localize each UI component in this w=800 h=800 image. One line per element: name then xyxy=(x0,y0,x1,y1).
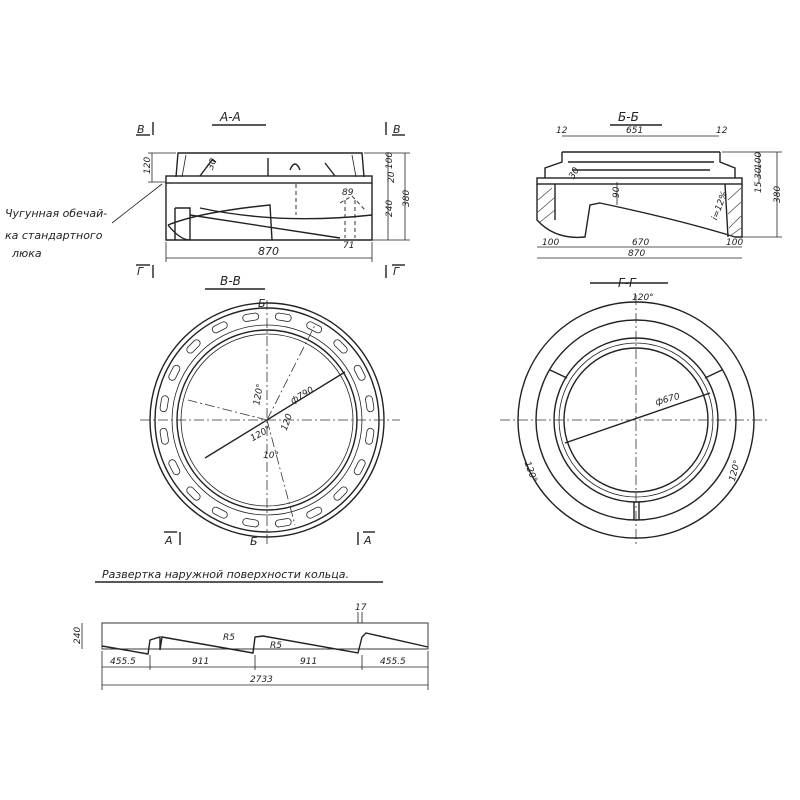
mark-a-right: А xyxy=(363,534,372,547)
rib-slot xyxy=(274,518,292,528)
rib-slot xyxy=(159,427,169,445)
rib-slot xyxy=(168,364,181,381)
mark-g-left: Г xyxy=(137,265,144,278)
angle-120-top: 120° xyxy=(632,293,654,303)
dim-100-right: 100 xyxy=(726,238,743,248)
dim-455-5-left: 455.5 xyxy=(110,657,136,667)
rib-slot xyxy=(211,506,228,519)
rib-slot xyxy=(353,364,366,381)
development-view: Развертка наружной поверхности кольца. 1… xyxy=(73,568,429,690)
dim-911-b: 911 xyxy=(300,657,317,667)
rib-slot xyxy=(168,459,181,476)
rib-slot xyxy=(211,321,228,334)
mark-v-left: В xyxy=(137,123,145,136)
dim-30-aa: 30 xyxy=(206,157,219,171)
section-bb: Б-Б 651 12 12 90 i=12% 30 100 670 100 87… xyxy=(536,110,783,259)
rib-slot xyxy=(353,459,366,476)
angle-120-left: 120° xyxy=(522,460,539,484)
dim-12-left: 12 xyxy=(556,126,568,136)
angle-10: 10° xyxy=(263,451,279,461)
angle-120-a: 120° xyxy=(252,383,266,406)
dim-870-bb: 870 xyxy=(628,249,645,259)
dim-240-dev: 240 xyxy=(73,627,83,644)
angle-120-right: 120° xyxy=(728,459,743,483)
rib-slot xyxy=(186,486,201,501)
rib-slot xyxy=(306,506,323,519)
dim-30-band: 30 xyxy=(754,167,764,179)
mark-b-top: Б xyxy=(258,297,266,310)
mark-b-bottom: Б xyxy=(250,535,258,548)
dim-100-left: 100 xyxy=(542,238,559,248)
dim-870-aa: 870 xyxy=(258,245,279,258)
section-vv-title: В-В xyxy=(220,274,241,288)
dim-651: 651 xyxy=(626,126,643,136)
dim-455-5-right: 455.5 xyxy=(380,657,406,667)
dim-911-a: 911 xyxy=(192,657,209,667)
dim-100-aa: 100 xyxy=(385,152,395,169)
dim-71: 71 xyxy=(343,241,354,251)
development-title: Развертка наружной поверхности кольца. xyxy=(102,568,349,581)
rib-slot xyxy=(242,518,260,528)
mark-g-right: Г xyxy=(393,265,400,278)
section-aa-title: А-А xyxy=(219,110,241,124)
section-bb-title: Б-Б xyxy=(618,110,639,124)
radius-r5-a: R5 xyxy=(223,633,235,643)
dim-89: 89 xyxy=(342,188,354,198)
angle-120-b: 120° xyxy=(249,425,273,445)
radius-r5-b: R5 xyxy=(270,641,282,651)
rib-slot xyxy=(274,312,292,322)
rib-slot xyxy=(365,427,375,445)
mark-a-left: А xyxy=(164,534,173,547)
dim-380-bb: 380 xyxy=(773,186,783,203)
dim-90: 90 xyxy=(612,186,622,198)
dim-380-aa: 380 xyxy=(402,190,412,207)
rib-slot xyxy=(306,321,323,334)
section-vv-plan: В-В ф790 120° 120° 120 10° Б Б А А xyxy=(140,274,400,548)
dim-17: 17 xyxy=(355,603,367,613)
dim-240-aa: 240 xyxy=(385,200,395,217)
rib-slot xyxy=(333,486,348,501)
dim-diameter-790: ф790 xyxy=(289,385,316,406)
note-line-2: ка стандартного xyxy=(5,229,103,242)
note-line-1: Чугунная обечай- xyxy=(5,207,107,220)
dim-2733: 2733 xyxy=(250,675,273,685)
rib-slot xyxy=(333,339,348,354)
angle-120-c: 120 xyxy=(280,412,295,432)
dim-120: 120 xyxy=(143,157,153,174)
dim-diameter-670: ф670 xyxy=(654,392,681,408)
mark-v-right: В xyxy=(393,123,401,136)
dim-670-bb: 670 xyxy=(632,238,649,248)
rib-slot xyxy=(159,395,169,413)
rib-slot xyxy=(242,312,260,322)
dim-20: 20 xyxy=(387,171,397,183)
dim-12-right: 12 xyxy=(716,126,728,136)
dim-100-bb: 100 xyxy=(754,152,764,169)
section-aa: А-А В В 89 71 30 870 120 100 20 240 380 … xyxy=(5,110,412,278)
rib-slot xyxy=(365,395,375,413)
concrete-hatch xyxy=(537,187,742,237)
section-gg-plan: Г-Г ф670 120° 120° 120° xyxy=(500,276,770,545)
rib-slots xyxy=(159,312,375,528)
note-line-3: люка xyxy=(11,247,42,260)
rib-slot xyxy=(186,339,201,354)
dim-15: 15 xyxy=(754,181,764,193)
